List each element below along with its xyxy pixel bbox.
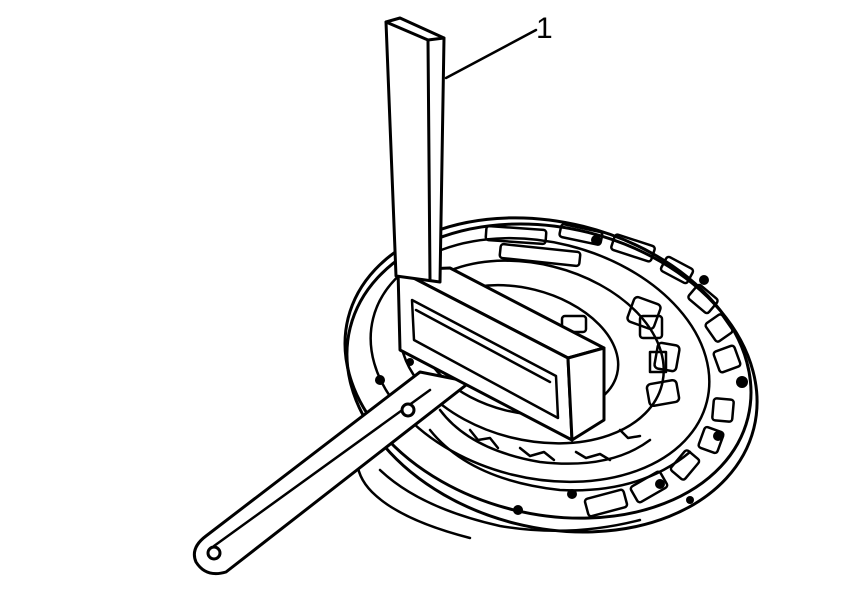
straightedge: [396, 266, 606, 442]
feeler-gauge: [192, 370, 472, 576]
callout-1: 1: [444, 12, 553, 80]
square-blade: [384, 16, 446, 284]
callout-label: 1: [536, 12, 553, 45]
callout-leader-line: [444, 28, 538, 80]
